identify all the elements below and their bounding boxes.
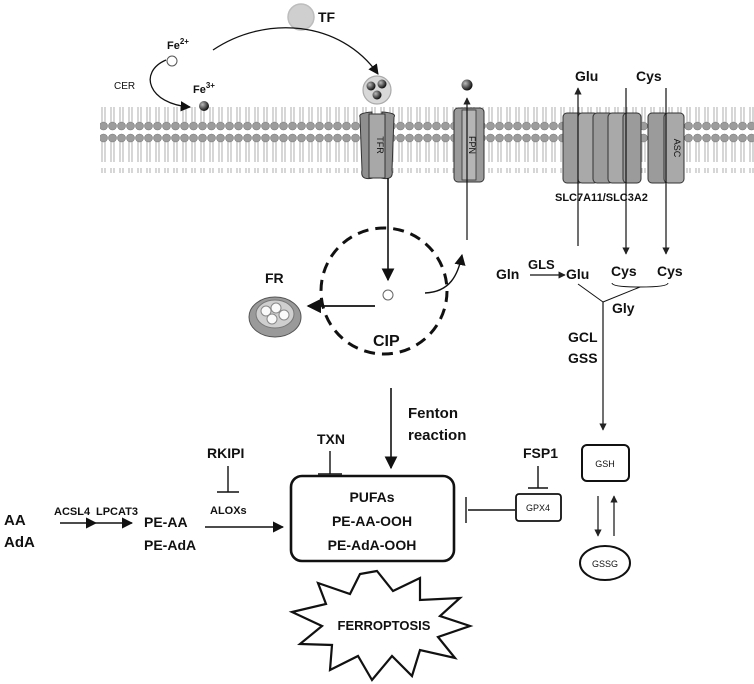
asc-transporter [647, 112, 685, 184]
cip-to-fpn-arrow [424, 253, 466, 294]
gsh-box [581, 444, 630, 482]
ferroptosis-label: FERROPTOSIS [338, 618, 431, 633]
pe-aa-ooh-label: PE-AA-OOH [332, 513, 412, 529]
gssg-label: GSSG [592, 559, 618, 569]
cys-bracket [611, 282, 669, 288]
cip-pool [319, 226, 449, 356]
gln-label: Gln [496, 266, 519, 282]
rkipi-inhibition [217, 466, 239, 493]
gsh-synthesis-merge [577, 283, 641, 303]
cer-arrow [149, 59, 192, 112]
exported-fe [461, 79, 473, 91]
acsl4-label: ACSL4 [54, 506, 91, 518]
fe3-label: Fe3+ [193, 81, 215, 96]
glu-mid-label: Glu [566, 266, 589, 282]
asc-label: ASC [672, 139, 682, 158]
cip-fe [382, 289, 394, 301]
fe3-ion [199, 101, 209, 111]
txn-inhibition [318, 451, 342, 475]
cys-top-label: Cys [636, 68, 662, 84]
gsh-label: GSH [595, 459, 615, 469]
ferroptosis-burst [288, 569, 474, 682]
aloxs-label: ALOXs [210, 505, 247, 517]
tfr-receptor [359, 111, 395, 180]
gpx4-box [515, 493, 562, 522]
gcl-label: GCL [568, 329, 598, 345]
fe2-label: Fe2+ [167, 37, 189, 52]
tf-label: TF [318, 9, 336, 25]
fsp1-label: FSP1 [523, 445, 558, 461]
pufas-label: PUFAs [349, 489, 394, 505]
cer-label: CER [114, 81, 135, 92]
glu-top-label: Glu [575, 68, 598, 84]
gpx4-inhibition [465, 497, 515, 523]
pe-ada-ooh-label: PE-AdA-OOH [328, 537, 417, 553]
gls-label: GLS [528, 257, 555, 272]
cip-label: CIP [373, 333, 400, 350]
fsp1-inhibition [528, 466, 548, 489]
txn-label: TXN [317, 431, 345, 447]
rkipi-label: RKIPI [207, 445, 244, 461]
cell-membrane [100, 107, 754, 173]
gssg-node [579, 545, 631, 581]
fe2-ion [166, 55, 178, 67]
gly-label: Gly [612, 300, 635, 316]
ada-label: AdA [4, 534, 35, 551]
cys-mid1-label: Cys [611, 263, 637, 279]
fpn-transporter [453, 107, 485, 183]
gss-label: GSS [568, 350, 598, 366]
cys-mid2-label: Cys [657, 263, 683, 279]
fe-to-tf-arrow [212, 27, 379, 75]
lpcat3-label: LPCAT3 [96, 506, 138, 518]
tfr-label: TFR [375, 136, 385, 154]
ferritin [248, 296, 302, 338]
lipid-peroxide-box [289, 474, 456, 563]
fenton-label: Fenton [408, 405, 458, 422]
aa-label: AA [4, 512, 26, 529]
pe-aa-label: PE-AA [144, 514, 188, 530]
pe-ada-label: PE-AdA [144, 537, 196, 553]
slc-label: SLC7A11/SLC3A2 [555, 192, 648, 204]
reaction-label: reaction [408, 427, 466, 444]
slc7a11-slc3a2-transporter [562, 112, 642, 184]
fr-label: FR [265, 270, 284, 286]
gpx4-label: GPX4 [526, 503, 550, 513]
tf-fe-complex [362, 75, 392, 105]
transferrin-sphere [287, 3, 315, 31]
fpn-label: FPN [467, 136, 477, 154]
